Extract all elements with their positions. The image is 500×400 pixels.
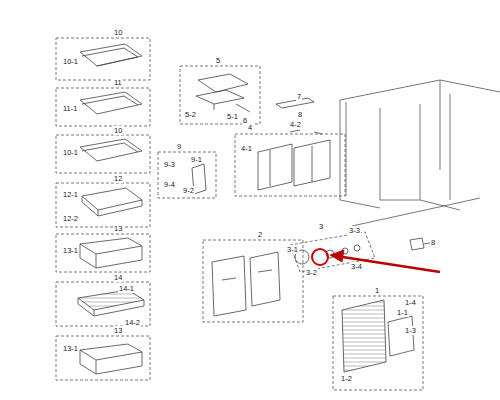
callout-number: 9-2 [182, 186, 195, 195]
callout-number: 9 [176, 142, 182, 151]
callout-number: 10-1 [62, 148, 79, 157]
callout-number: 11-1 [62, 104, 78, 113]
callout-number: 9-3 [163, 160, 176, 169]
callout-number: 14 [113, 273, 123, 282]
callout-number: 2 [257, 230, 263, 239]
callout-number: 14-1 [118, 284, 135, 293]
callout-number: 4-2 [289, 120, 302, 129]
callout-number: 5-1 [226, 112, 239, 121]
callout-number: 1-1 [396, 308, 409, 317]
callout-number: 13-1 [62, 246, 79, 255]
callout-number: 14-2 [124, 318, 141, 327]
callout-number: 10 [113, 126, 123, 135]
callout-number: 11 [113, 78, 123, 87]
callout-number: 8 [430, 238, 436, 247]
callout-number: 7 [296, 92, 302, 101]
callout-number: 13 [113, 224, 123, 233]
callout-number: 1-2 [340, 374, 353, 383]
callout-number: 1 [374, 286, 380, 295]
callout-number: 9-1 [190, 155, 203, 164]
callout-number: 4-1 [240, 144, 253, 153]
callout-number: 10-1 [62, 57, 79, 66]
callout-number: 4 [247, 123, 253, 132]
callout-number: 1-3 [404, 326, 417, 335]
callout-number: 8 [297, 110, 303, 119]
callout-number: 12-2 [62, 214, 79, 223]
callout-number: 9-4 [163, 180, 176, 189]
callout-number: 5-2 [184, 110, 197, 119]
callout-number: 3-2 [305, 268, 318, 277]
callout-number: 1-4 [404, 298, 417, 307]
callout-number: 12-1 [62, 190, 79, 199]
callout-number: 12 [113, 174, 123, 183]
callout-number: 3-4 [350, 262, 363, 271]
callout-number: 13-1 [62, 344, 79, 353]
callout-number: 3-3 [348, 226, 361, 235]
callout-number: 5 [215, 56, 221, 65]
callout-number: 10 [113, 28, 123, 37]
callout-number: 3-1 [286, 245, 299, 254]
callout-number: 13 [113, 326, 123, 335]
callout-number: 3 [318, 222, 324, 231]
